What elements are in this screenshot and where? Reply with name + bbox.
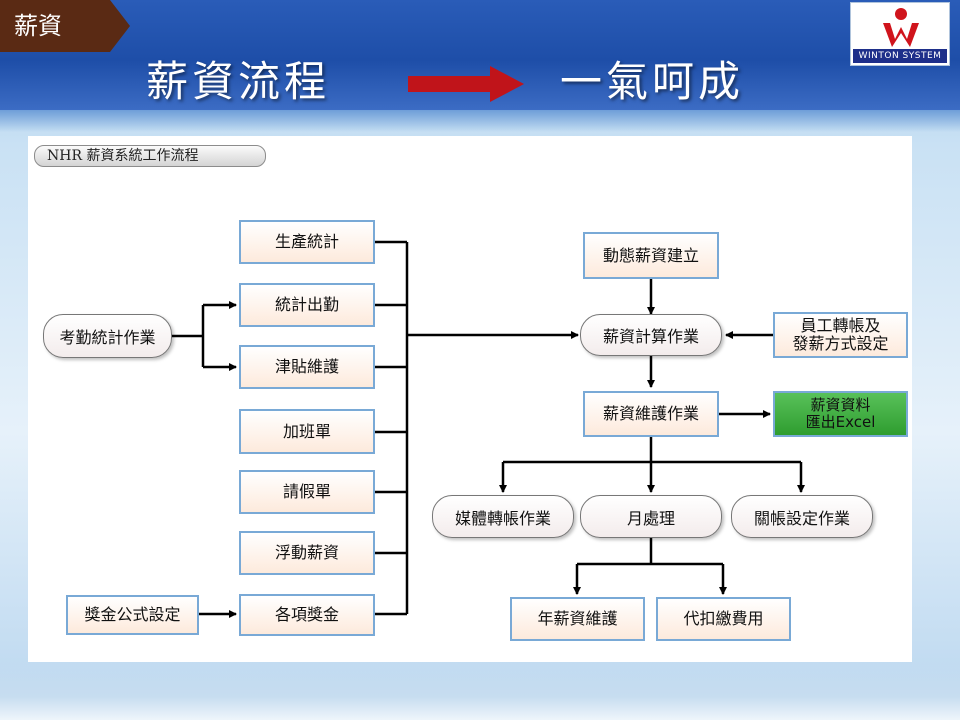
node-export-excel-line2: 匯出Excel [805,413,876,431]
category-tag: 薪資 [0,0,130,52]
section-label: NHR 薪資系統工作流程 [34,145,266,167]
node-leave-form: 請假單 [239,470,375,514]
node-monthly-process: 月處理 [580,495,722,538]
node-export-excel: 薪資資料 匯出Excel [773,391,908,437]
node-annual-salary-maint: 年薪資維護 [510,597,645,641]
node-transfer-setup-line2: 發薪方式設定 [792,334,889,353]
node-export-excel-line1: 薪資資料 [810,396,871,414]
node-bonus-items: 各項獎金 [239,594,375,636]
node-production-stats: 生產統計 [239,220,375,264]
red-arrow-icon [408,66,524,102]
content-panel [28,136,912,662]
node-floating-salary: 浮動薪資 [239,531,375,575]
node-closing-setup: 關帳設定作業 [731,495,873,538]
node-stats-attendance: 統計出勤 [239,283,375,327]
winton-logo-icon [883,8,919,47]
slide-title-right: 一氣呵成 [560,57,745,106]
node-withholding-fees: 代扣繳費用 [656,597,791,641]
node-attendance-stats: 考勤統計作業 [43,314,172,358]
node-salary-calc: 薪資計算作業 [580,314,722,356]
company-logo: WINTON SYSTEM [850,2,950,66]
node-transfer-setup-line1: 員工轉帳及 [800,316,881,335]
node-media-transfer: 媒體轉帳作業 [432,495,574,538]
node-overtime-form: 加班單 [239,409,375,454]
footer-band [0,662,960,720]
node-allowance-maint: 津貼維護 [239,345,375,389]
slide-title-left: 薪資流程 [146,57,331,106]
node-dynamic-salary-setup: 動態薪資建立 [583,232,719,279]
node-transfer-setup: 員工轉帳及 發薪方式設定 [773,312,908,358]
node-bonus-formula: 獎金公式設定 [66,595,199,635]
node-salary-maint: 薪資維護作業 [583,391,719,437]
logo-text: WINTON SYSTEM [853,49,947,63]
